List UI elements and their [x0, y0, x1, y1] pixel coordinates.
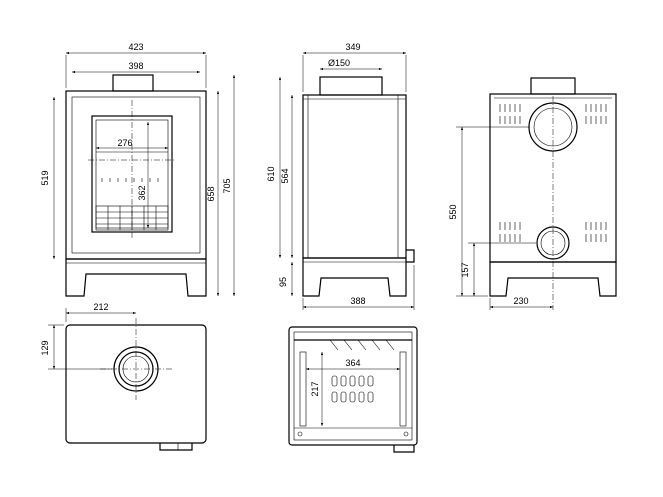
rear-top-vents	[499, 104, 607, 124]
front-glass-height-label: 519	[40, 170, 50, 185]
section-grate-slots	[331, 375, 374, 403]
front-view: 423 398 519 276 362 658 705	[40, 42, 236, 297]
side-body-height-label: 564	[280, 168, 290, 183]
front-width-inner-label: 398	[128, 61, 143, 71]
rear-flue-height-label: 550	[448, 204, 458, 219]
side-base-height-label: 95	[278, 277, 288, 287]
side-base-depth-label: 388	[350, 296, 365, 306]
front-body-height-label: 658	[206, 186, 216, 201]
side-depth-label: 349	[345, 42, 360, 52]
side-flue-diameter-label: Ø150	[328, 58, 350, 68]
front-width-outer-label: 423	[128, 42, 143, 52]
side-flue-height-label: 610	[266, 166, 276, 181]
rear-centre-offset-label: 230	[513, 296, 528, 306]
section-interior-depth-label: 217	[310, 381, 320, 396]
rear-view: 550 157 230	[448, 77, 617, 310]
top-flue-offset-y-label: 129	[40, 340, 50, 355]
section-interior-width-label: 364	[345, 358, 360, 368]
section-view: 364 217	[288, 326, 418, 453]
side-view: 349 Ø150 610 564 95 388	[266, 42, 415, 310]
top-view: 212 129	[40, 302, 207, 451]
top-flue-offset-x-label: 212	[93, 302, 108, 312]
front-firebox-depth-label: 362	[137, 185, 147, 200]
rear-lower-outlet-height-label: 157	[460, 262, 470, 277]
rear-bottom-vents	[499, 222, 607, 242]
front-firebox-width-label: 276	[117, 138, 132, 148]
front-total-height-label: 705	[222, 178, 232, 193]
